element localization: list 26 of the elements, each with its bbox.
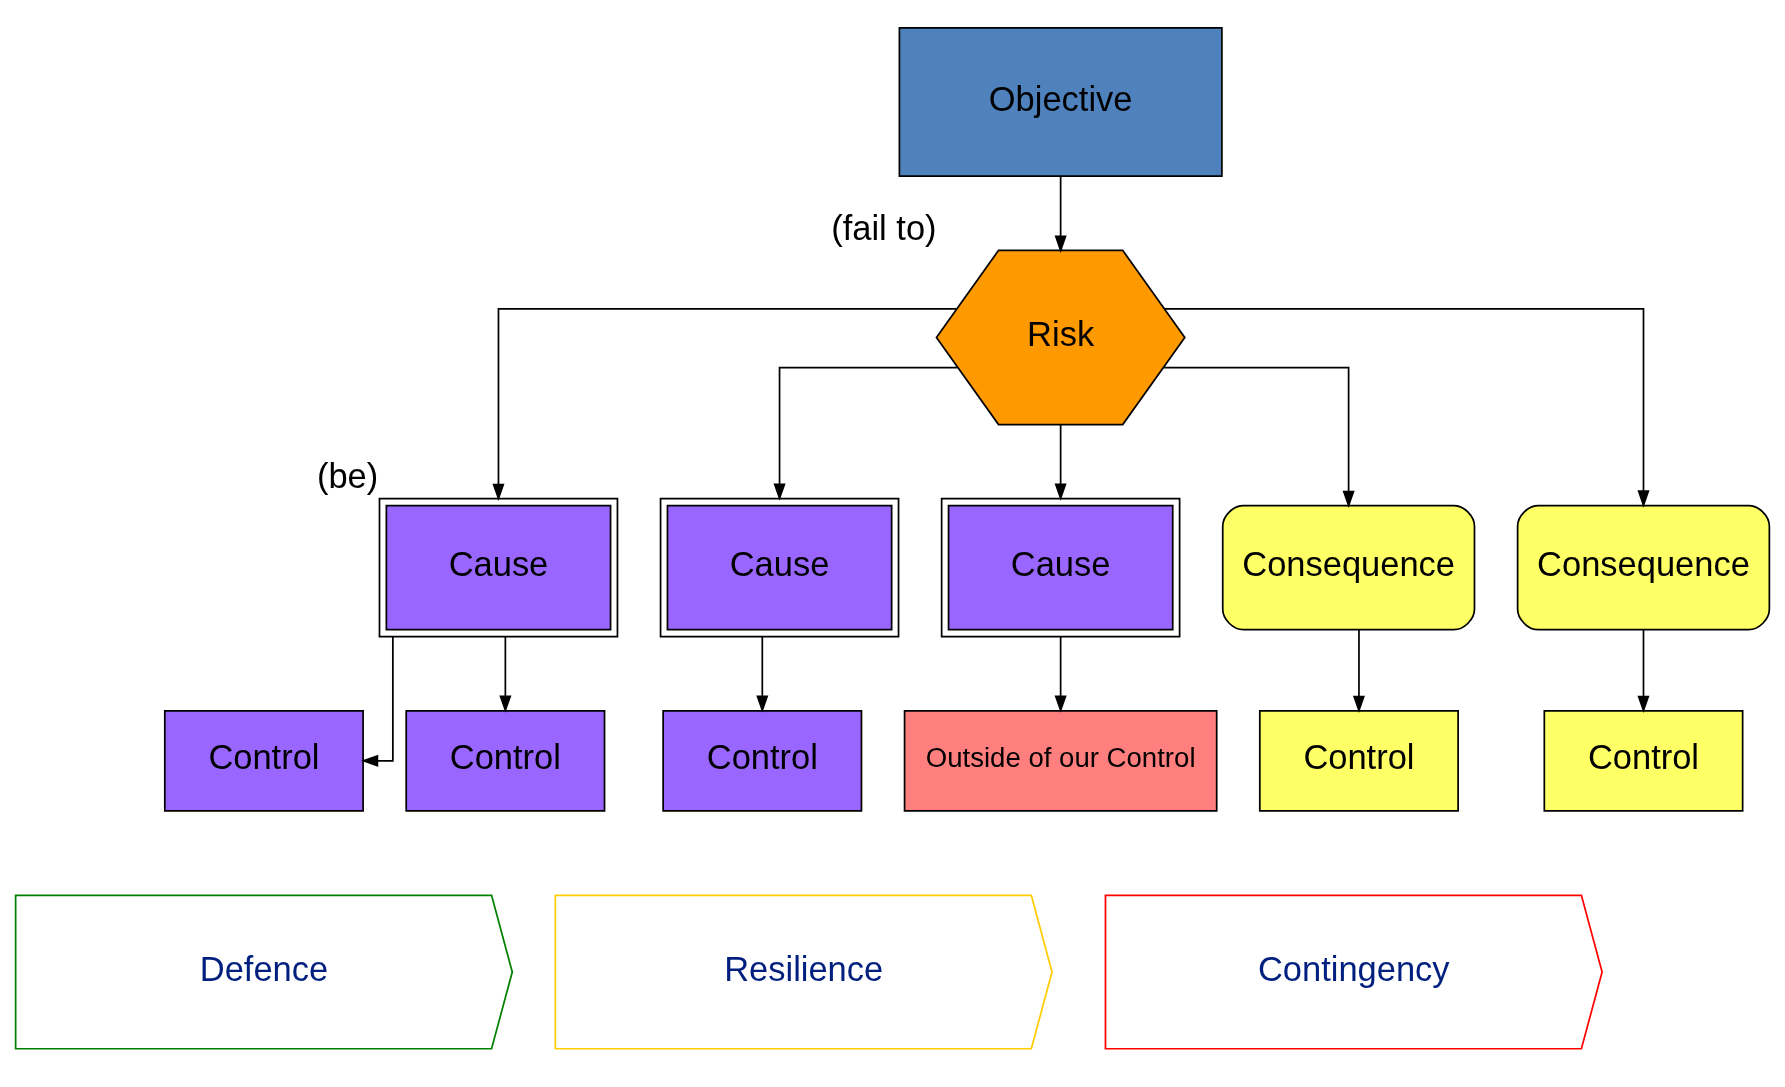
node-box: Cause [940, 497, 1181, 638]
arrow [492, 308, 958, 501]
node-box: Cause [659, 497, 900, 638]
node-box: Consequence [1221, 504, 1476, 631]
arrow [1164, 308, 1650, 508]
arrow [1054, 175, 1067, 253]
node-label: (be) [316, 457, 379, 496]
arrow [756, 635, 769, 713]
node-box: Control [662, 709, 863, 812]
arrow [1352, 628, 1365, 713]
node-box: Objective [898, 27, 1223, 178]
node-box: Consequence [1516, 504, 1771, 631]
arrow [1054, 424, 1067, 501]
node-box: Cause [378, 497, 619, 638]
node-box: Outside of our Control [903, 709, 1218, 812]
arrow [1162, 366, 1355, 509]
node-box: Control [1543, 709, 1744, 812]
node-box: Control [1258, 709, 1459, 812]
node-box: Control [405, 709, 606, 812]
node-box: Control [163, 709, 364, 812]
arrow [1637, 628, 1650, 713]
arrow [773, 366, 959, 501]
arrow [499, 635, 512, 713]
node-label: (fail to) [831, 209, 937, 247]
arrow [361, 635, 394, 767]
arrow [1054, 635, 1067, 713]
